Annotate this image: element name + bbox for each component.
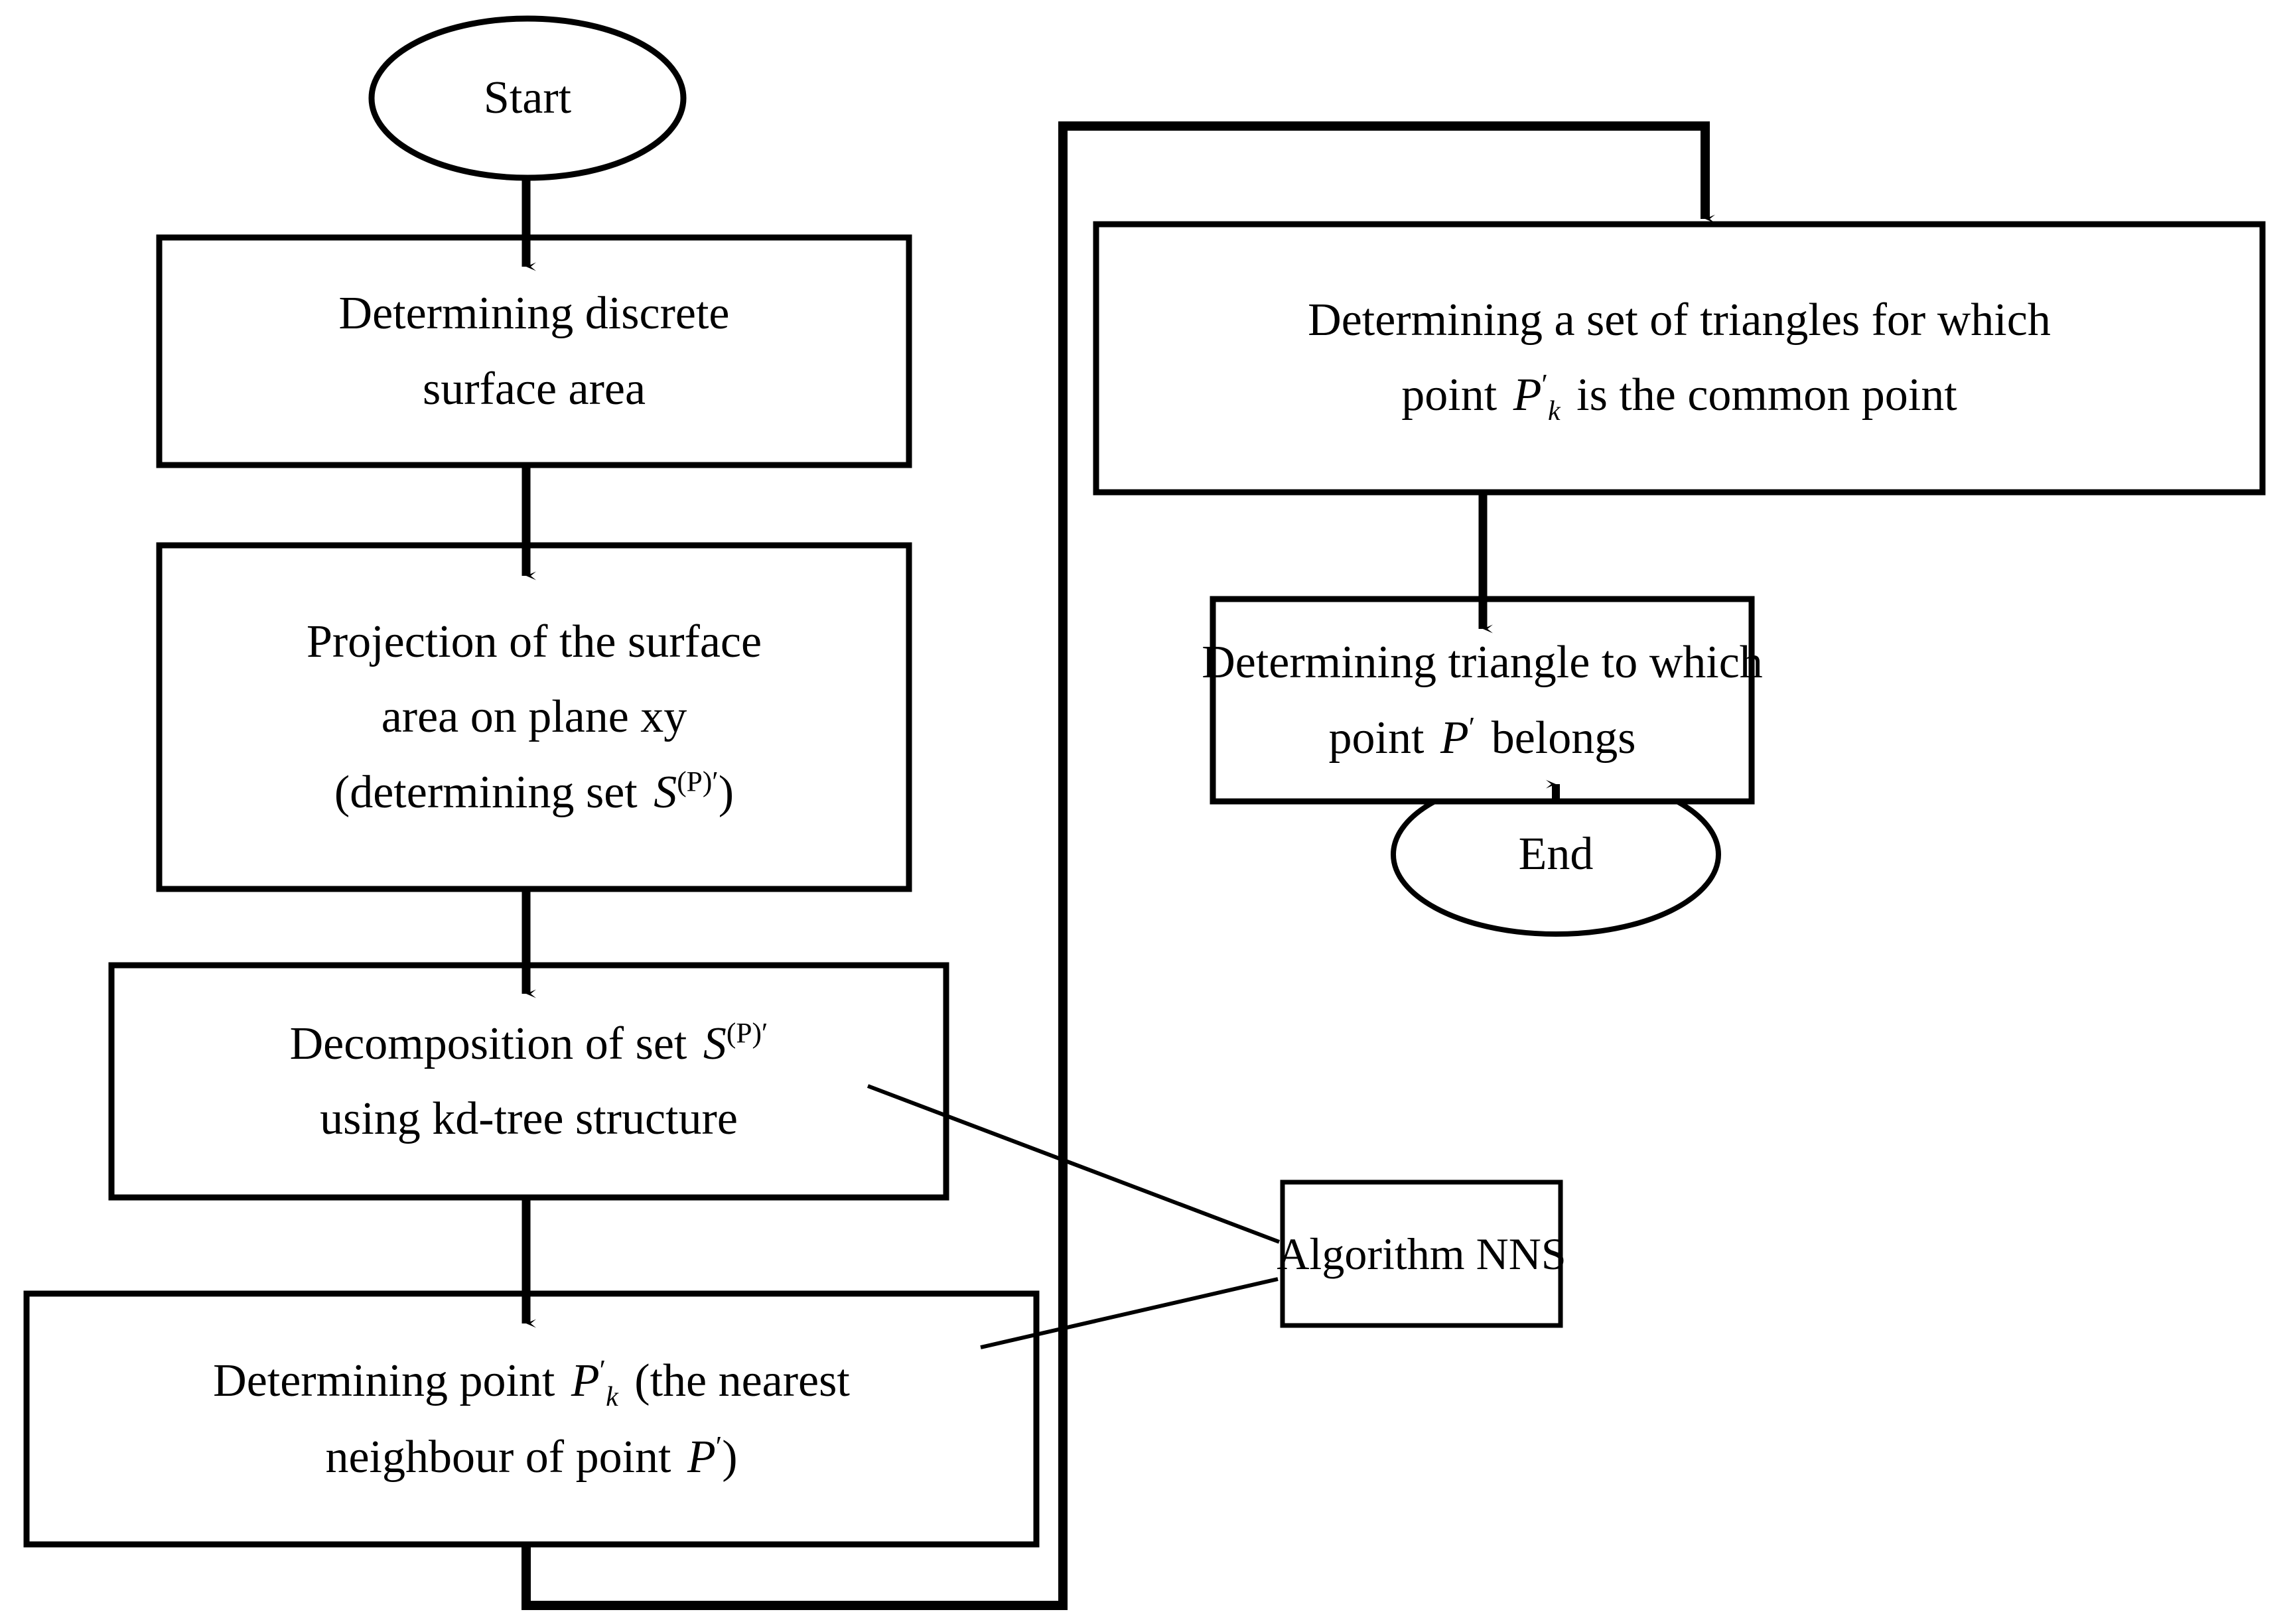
annotation-box-shape (1280, 1180, 1563, 1328)
step3-box-shape (108, 962, 949, 1201)
step1-box-shape (156, 234, 912, 468)
step5-box-shape (1093, 221, 2266, 496)
step2-box-shape (156, 542, 912, 892)
edge-step4-to-step5-loopback (522, 121, 1715, 1610)
step6-box-shape-real (1210, 596, 1755, 805)
start-terminator-shape (368, 15, 687, 181)
leader-line-to-step3 (867, 1084, 1281, 1244)
leader-line-to-step4 (980, 1277, 1279, 1349)
step4-box-shape (23, 1290, 1040, 1548)
